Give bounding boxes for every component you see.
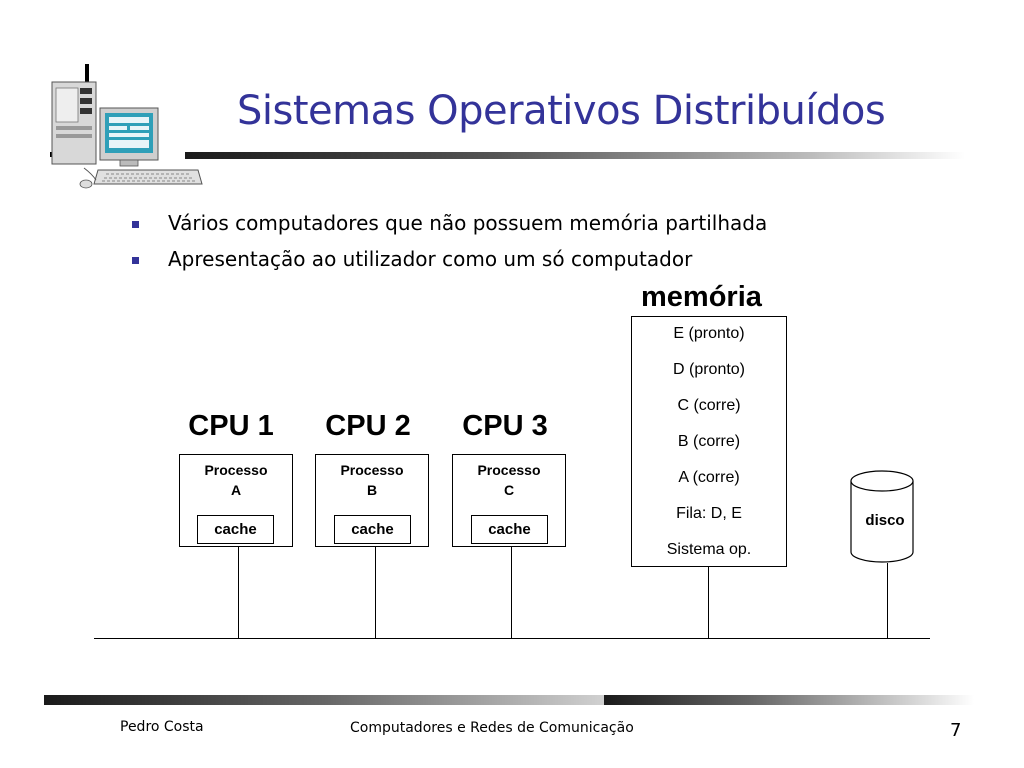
process-label: Processo: [340, 462, 404, 478]
cpu-1-box: Processo A cache: [179, 454, 293, 547]
memory-bus-link: [708, 566, 709, 638]
memory-box: E (pronto) D (pronto) C (corre) B (corre…: [631, 316, 787, 567]
slide-title: Sistemas Operativos Distribuídos: [237, 88, 886, 134]
process-label: Processo: [477, 462, 541, 478]
square-bullet-icon: [132, 257, 139, 264]
title-divider: [185, 152, 965, 159]
process-id: A: [230, 482, 242, 498]
process-id: C: [503, 482, 515, 498]
cpu-2-process: Processo B: [316, 460, 428, 500]
memory-row: C (corre): [677, 397, 741, 414]
footer-divider-right: [604, 695, 974, 705]
system-bus: [94, 638, 930, 639]
disk-label: disco: [865, 512, 905, 529]
cpu-1-label: CPU 1: [188, 410, 274, 442]
cpu-2-box: Processo B cache: [315, 454, 429, 547]
cpu-1-process: Processo A: [180, 460, 292, 500]
bullet-list: Vários computadores que não possuem memó…: [130, 205, 767, 277]
process-id: B: [366, 482, 378, 498]
footer-course: Computadores e Redes de Comunicação: [350, 720, 634, 736]
cpu-2-label: CPU 2: [325, 410, 411, 442]
cpu-1-cache: cache: [197, 515, 274, 544]
bullet-item: Apresentação ao utilizador como um só co…: [130, 241, 767, 277]
bullet-text: Apresentação ao utilizador como um só co…: [168, 247, 693, 271]
memory-title: memória: [641, 281, 762, 313]
cpu-2-bus-link: [375, 546, 376, 638]
cpu-3-cache: cache: [471, 515, 548, 544]
cpu-2-cache: cache: [334, 515, 411, 544]
memory-row: Sistema op.: [666, 541, 752, 558]
computer-logo-icon: [50, 64, 203, 189]
cpu-3-bus-link: [511, 546, 512, 638]
cpu-3-label: CPU 3: [462, 410, 548, 442]
bullet-text: Vários computadores que não possuem memó…: [168, 211, 768, 235]
memory-row: Fila: D, E: [676, 505, 742, 522]
disk-bus-link: [887, 563, 888, 638]
square-bullet-icon: [132, 221, 139, 228]
process-label: Processo: [204, 462, 268, 478]
page-number: 7: [950, 720, 962, 741]
memory-row: E (pronto): [673, 325, 745, 342]
memory-row: A (corre): [678, 469, 740, 486]
cpu-3-box: Processo C cache: [452, 454, 566, 547]
cpu-3-process: Processo C: [453, 460, 565, 500]
footer-divider-left: [44, 695, 604, 705]
cpu-1-bus-link: [238, 546, 239, 638]
bullet-item: Vários computadores que não possuem memó…: [130, 205, 767, 241]
footer-author: Pedro Costa: [120, 719, 204, 735]
disk-cylinder-icon: [850, 470, 914, 563]
memory-row: B (corre): [677, 433, 741, 450]
memory-row: D (pronto): [672, 361, 746, 378]
